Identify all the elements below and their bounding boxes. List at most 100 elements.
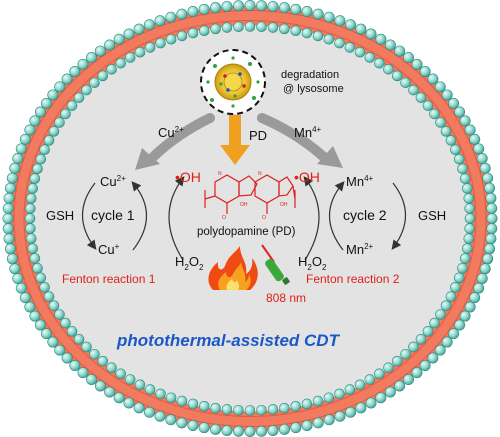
- membrane-bead: [104, 39, 116, 51]
- pd-arrow-label: PD: [249, 128, 267, 143]
- membrane-bead: [106, 63, 117, 75]
- polydopamine-structure: [204, 174, 296, 214]
- svg-text:O: O: [262, 215, 266, 221]
- membrane-bead: [301, 27, 313, 39]
- membrane-bead: [429, 108, 440, 120]
- membrane-bead: [106, 362, 117, 374]
- membrane-bead: [124, 52, 136, 63]
- membrane-bead: [144, 384, 156, 395]
- membrane-bead: [364, 52, 376, 63]
- membrane-bead: [69, 359, 81, 371]
- membrane-bead: [34, 106, 46, 118]
- membrane-bead: [450, 282, 461, 293]
- membrane-bead: [9, 263, 21, 275]
- membrane-bead: [422, 100, 434, 111]
- membrane-bead: [4, 182, 16, 194]
- gray-arrow-left-head: [135, 148, 160, 170]
- membrane-bead: [176, 417, 188, 429]
- nanoparticle-dots-icon: [206, 56, 260, 108]
- membrane-bead: [154, 15, 166, 27]
- h2o2-left-label: H2O2: [175, 254, 204, 272]
- svg-text:O: O: [222, 215, 226, 221]
- membrane-bead: [47, 336, 59, 348]
- membrane-bead: [354, 379, 366, 391]
- membrane-bead: [61, 352, 73, 364]
- polydopamine-label: polydopamine (PD): [197, 226, 296, 238]
- membrane-bead: [29, 310, 41, 322]
- membrane-bead: [35, 153, 47, 165]
- membrane-bead: [459, 115, 471, 127]
- membrane-bead: [279, 23, 290, 35]
- membrane-bead: [35, 272, 47, 284]
- laser-pointer-icon: [261, 244, 290, 285]
- membrane-bead: [81, 341, 92, 353]
- membrane-bead: [290, 3, 302, 15]
- membrane-bead: [9, 162, 21, 174]
- membrane-bead: [69, 66, 81, 78]
- membrane-bead: [187, 419, 199, 431]
- membrane-bead: [400, 348, 411, 360]
- membrane-bead: [97, 355, 109, 367]
- membrane-bead: [486, 202, 498, 214]
- membrane-bead: [383, 362, 394, 374]
- membrane-bead: [457, 262, 468, 274]
- membrane-bead: [476, 273, 488, 285]
- membrane-bead: [479, 162, 491, 174]
- membrane-bead: [2, 202, 14, 214]
- membrane-bead: [375, 33, 387, 45]
- membrane-bead: [419, 66, 431, 78]
- membrane-bead: [482, 253, 494, 265]
- membrane-bead: [464, 223, 476, 234]
- membrane-bead: [435, 309, 446, 320]
- membrane-bead: [448, 328, 460, 340]
- membrane-bead: [29, 173, 41, 184]
- cycle1-right-arc: [131, 181, 147, 251]
- membrane-bead: [429, 317, 440, 329]
- membrane-bead: [24, 213, 36, 224]
- membrane-bead: [134, 46, 146, 58]
- svg-text:OH: OH: [240, 202, 248, 208]
- membrane-bead: [344, 42, 356, 53]
- membrane-bead: [278, 423, 290, 435]
- membrane-bead: [176, 30, 188, 42]
- membrane-bead: [143, 406, 155, 418]
- membrane-bead: [155, 37, 166, 49]
- membrane-bead: [133, 23, 145, 35]
- membrane-bead: [301, 419, 313, 431]
- h2o2-right-label: H2O2: [298, 254, 327, 272]
- membrane-bead: [484, 243, 496, 255]
- membrane-bead: [279, 402, 290, 414]
- membrane-bead: [124, 374, 136, 385]
- membrane-bead: [464, 301, 476, 313]
- membrane-bead: [73, 92, 85, 103]
- membrane-bead: [354, 46, 366, 58]
- membrane-bead: [48, 300, 60, 311]
- membrane-bead: [459, 253, 471, 264]
- membrane-bead: [479, 263, 491, 275]
- membrane-bead: [40, 97, 52, 109]
- membrane-bead: [464, 203, 476, 214]
- membrane-bead: [27, 183, 39, 194]
- membrane-bead: [221, 404, 233, 415]
- membrane-bead: [61, 73, 73, 85]
- membrane-bead: [445, 135, 457, 146]
- cycle1-cu2: Cu2+: [100, 174, 126, 189]
- membrane-bead: [453, 272, 465, 284]
- fenton2-label: Fenton reaction 2: [306, 272, 400, 286]
- membrane-bead: [454, 106, 466, 118]
- membrane-bead: [453, 153, 465, 165]
- membrane-bead: [3, 192, 15, 204]
- membrane-bead: [461, 183, 473, 194]
- membrane-bead: [232, 425, 244, 437]
- membrane-bead: [210, 423, 222, 435]
- membrane-bead: [345, 406, 357, 418]
- membrane-bead: [334, 410, 346, 422]
- membrane-bead: [486, 213, 498, 225]
- membrane-bead: [375, 392, 387, 404]
- cycle1-title: cycle 1: [91, 207, 135, 223]
- membrane-bead: [198, 25, 210, 37]
- membrane-bead: [355, 402, 367, 414]
- membrane-bead: [301, 398, 313, 410]
